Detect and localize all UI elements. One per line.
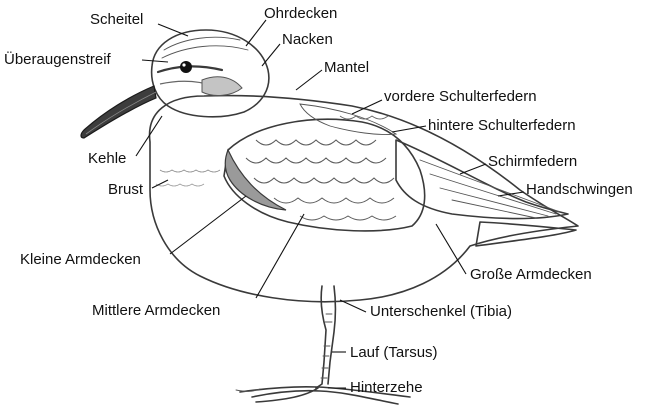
tail	[476, 222, 576, 246]
label-handschwingen: Handschwingen	[526, 181, 633, 198]
label-vordere-schulterfedern: vordere Schulterfedern	[384, 88, 537, 105]
label-mittlere-armdecken: Mittlere Armdecken	[92, 302, 220, 319]
bill	[81, 86, 156, 138]
eye	[180, 61, 192, 73]
label-kleine-armdecken: Kleine Armdecken	[20, 251, 141, 268]
label-hintere-schulterfedern: hintere Schulterfedern	[428, 117, 576, 134]
feather-scallops	[246, 140, 396, 220]
label-hinterzehe: Hinterzehe	[350, 379, 423, 396]
label-scheitel: Scheitel	[90, 11, 143, 28]
label-nacken: Nacken	[282, 31, 333, 48]
label-kehle: Kehle	[88, 150, 126, 167]
label-grosse-armdecken: Große Armdecken	[470, 266, 592, 283]
wing	[224, 119, 425, 231]
label-unterschenkel: Unterschenkel (Tibia)	[370, 303, 512, 320]
label-ohrdecken: Ohrdecken	[264, 5, 337, 22]
label-lauf: Lauf (Tarsus)	[350, 344, 438, 361]
label-mantel: Mantel	[324, 59, 369, 76]
label-brust: Brust	[108, 181, 144, 198]
label-ueberaugenstreif: Überaugenstreif	[4, 50, 112, 68]
label-schirmfedern: Schirmfedern	[488, 153, 577, 170]
